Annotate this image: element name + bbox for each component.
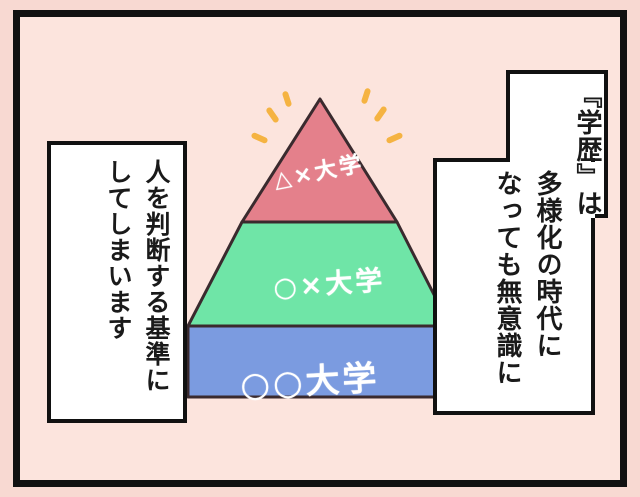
right-bubble-seam-vertical: [585, 162, 595, 218]
panel-frame: △×大学 ○×大学 ○○大学 人を判断する基準に してしまいます 『学歴』は 多…: [13, 10, 627, 487]
left-bubble-text-column-2: してしまいます: [104, 159, 133, 341]
pyramid-tier-top: [240, 97, 399, 224]
left-speech-bubble: 人を判断する基準に してしまいます: [47, 141, 187, 423]
pyramid-tier-middle: [186, 220, 452, 328]
right-bubble-lower-section: [433, 158, 595, 415]
right-speech-bubble: 『学歴』は 多様化の時代に なっても無意識に: [433, 70, 608, 415]
right-bubble-text-column-1: 『学歴』は: [572, 82, 602, 217]
right-bubble-text-column-2: 多様化の時代に: [532, 170, 562, 359]
right-bubble-seam-horizontal: [510, 158, 591, 168]
right-bubble-text-column-3: なっても無意識に: [492, 170, 522, 386]
left-bubble-text-column-1: 人を判断する基準に: [142, 159, 171, 393]
